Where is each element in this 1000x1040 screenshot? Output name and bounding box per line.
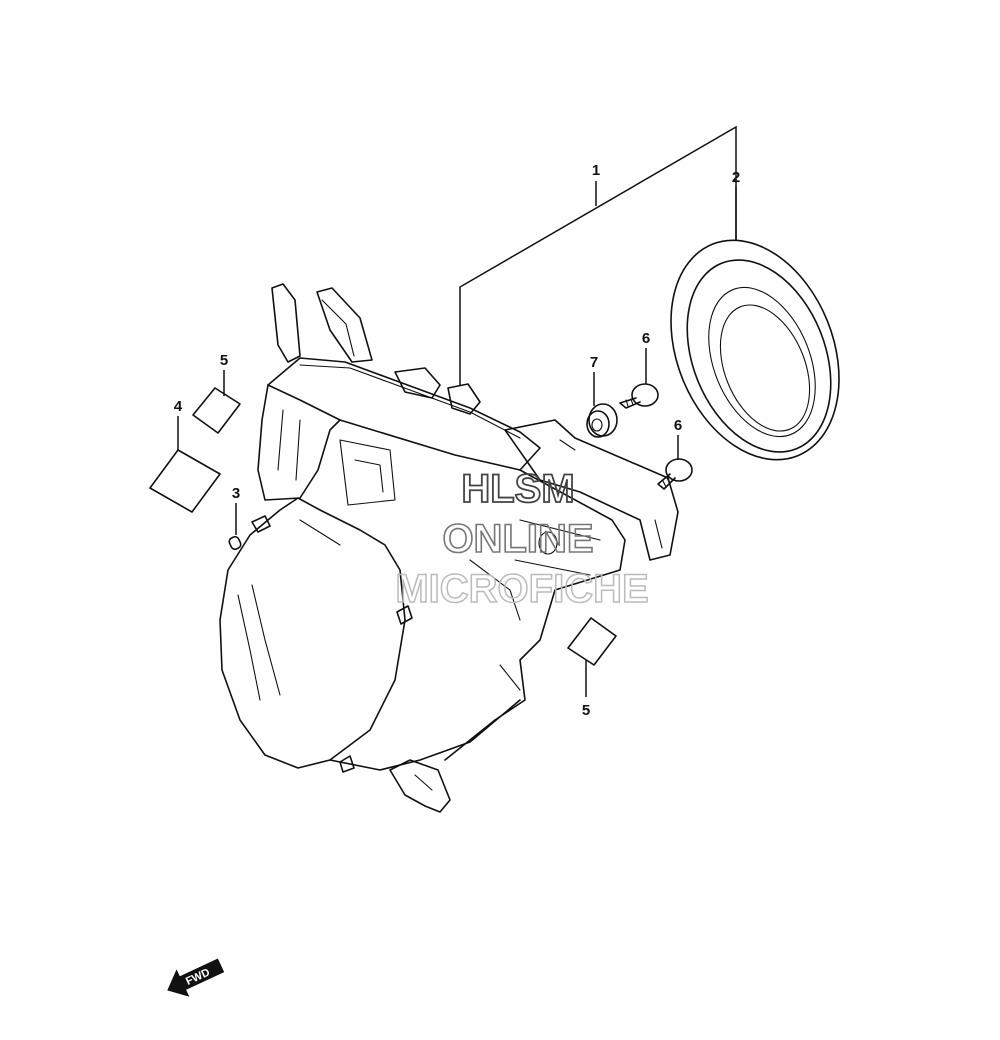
fwd-label: FWD [184, 966, 212, 987]
callout-4: 4 [174, 398, 183, 415]
watermark-line-2: ONLINE [442, 517, 593, 561]
callout-7: 7 [590, 354, 598, 371]
headlight-assembly[interactable] [219, 283, 679, 813]
watermark-line-3: MICROFICHE [395, 567, 648, 611]
fwd-arrow-icon [167, 958, 225, 997]
callout-6-upper: 6 [642, 330, 650, 347]
pad-part-4[interactable] [149, 449, 221, 513]
callout-1: 1 [592, 162, 600, 179]
grommet-part-7[interactable] [586, 403, 618, 438]
callouts: 1 2 3 4 5 5 6 6 7 [174, 162, 740, 719]
pad-part-5-lower[interactable] [567, 617, 617, 666]
leader-lines [177, 125, 737, 697]
callout-2: 2 [732, 169, 740, 186]
callout-3: 3 [232, 485, 240, 502]
callout-5-upper: 5 [220, 352, 228, 369]
callout-5-lower: 5 [582, 702, 590, 719]
callout-6-lower: 6 [674, 417, 682, 434]
headlight-rim[interactable] [640, 215, 870, 485]
screw-part-6-lower[interactable] [657, 458, 693, 490]
watermark-line-1: HLSM [461, 467, 574, 511]
watermark: HLSM ONLINE MICROFICHE [395, 466, 650, 612]
pin-part-3[interactable] [228, 535, 242, 551]
fwd-arrow: FWD [167, 958, 225, 997]
screw-part-6-upper[interactable] [619, 383, 659, 409]
pad-part-5-upper[interactable] [192, 387, 241, 434]
